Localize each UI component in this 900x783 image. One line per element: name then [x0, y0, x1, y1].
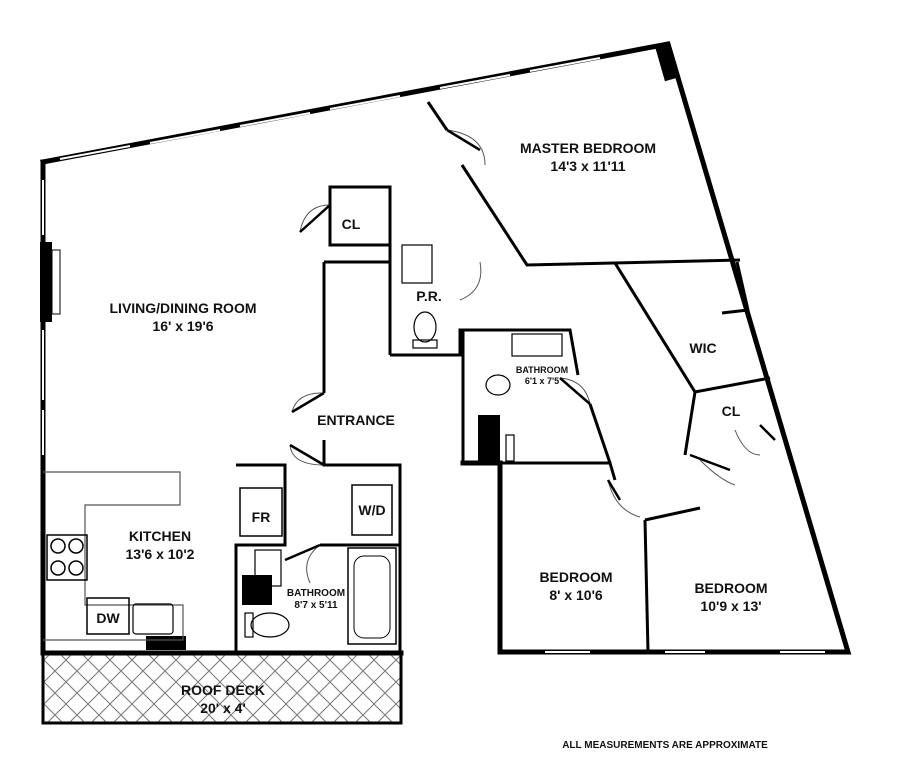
bath-sink-icon — [254, 549, 282, 587]
sink-icon — [132, 603, 174, 635]
bathroom-fixtures — [244, 244, 563, 645]
bedroom-2-name: BEDROOM — [694, 580, 767, 596]
closet-1-name: CL — [342, 216, 361, 232]
roof-deck-size: 20' x 4' — [200, 700, 246, 716]
fridge-label: FR — [252, 509, 271, 525]
powder-room-name: P.R. — [416, 288, 441, 304]
bathroom-main-name: BATHROOM — [287, 588, 345, 599]
stove-icon — [46, 534, 88, 581]
master-bedroom-name: MASTER BEDROOM — [520, 140, 656, 156]
bathtub-icon — [347, 547, 397, 645]
pr-toilet-icon — [413, 311, 437, 343]
master-bedroom-size: 14'3 x 11'11 — [550, 158, 625, 174]
dishwasher-label: DW — [96, 610, 120, 626]
toilet-icon — [250, 612, 290, 638]
kitchen-fixtures — [43, 471, 393, 641]
washer-dryer-label: W/D — [358, 502, 385, 518]
entrance-name: ENTRANCE — [317, 412, 395, 428]
washer-dryer-icon — [351, 484, 393, 536]
bedroom-1-size: 8' x 10'6 — [549, 587, 603, 603]
kitchen-name: KITCHEN — [129, 528, 191, 544]
bedroom-1-name: BEDROOM — [539, 569, 612, 585]
roof-deck — [41, 651, 403, 725]
dishwasher-icon — [86, 597, 130, 635]
interior-walls — [146, 101, 771, 653]
pr-sink-icon — [401, 244, 433, 284]
doors — [284, 128, 776, 584]
living-dining-name: LIVING/DINING ROOM — [110, 300, 257, 316]
closet-2-name: CL — [722, 403, 741, 419]
living-dining-size: 16' x 19'6 — [152, 318, 213, 334]
fridge-icon — [239, 487, 283, 537]
kitchen-size: 13'6 x 10'2 — [126, 546, 195, 562]
bathroom-small-name: BATHROOM — [516, 365, 568, 375]
roof-deck-name: ROOF DECK — [181, 682, 265, 698]
room-labels: MASTER BEDROOM 14'3 x 11'11 LIVING/DININ… — [96, 140, 768, 751]
small-bath-sink-icon — [511, 333, 563, 357]
bathroom-small-size: 6'1 x 7'5 — [525, 376, 559, 386]
wic-name: WIC — [689, 340, 716, 356]
small-bath-toilet-icon — [485, 374, 511, 396]
bedroom-2-size: 10'9 x 13' — [700, 598, 761, 614]
bathroom-main-size: 8'7 x 5'11 — [294, 600, 338, 611]
measurements-note: ALL MEASUREMENTS ARE APPROXIMATE — [562, 740, 768, 751]
